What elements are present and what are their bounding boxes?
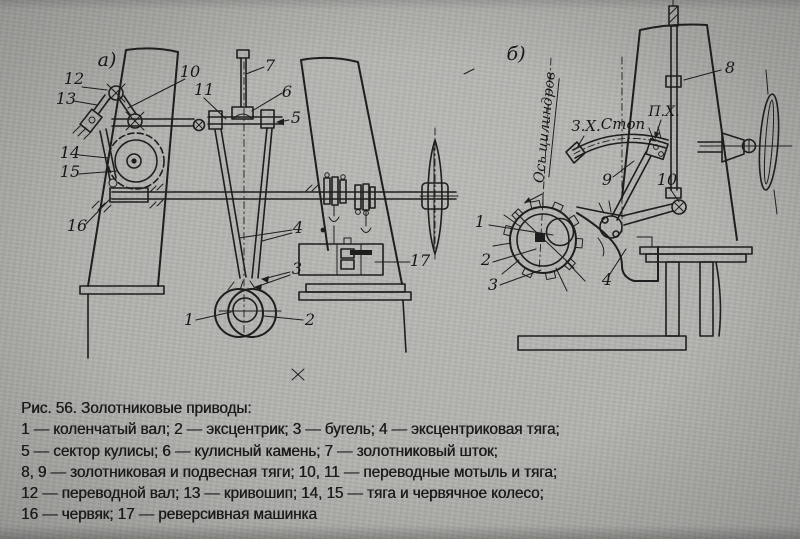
- worm-shaft: [111, 191, 457, 200]
- callout-3: 3: [488, 275, 498, 294]
- callout-16: 16: [67, 216, 87, 235]
- caption-line: 1 — коленчатый вал; 2 — эксцентрик; 3 — …: [21, 421, 560, 439]
- die-block: [645, 126, 669, 161]
- callout-10: 10: [180, 62, 200, 81]
- forward-stroke-label: П.Х.: [647, 104, 679, 120]
- caption-line: 12 — переводной вал; 13 — кривошип; 14, …: [21, 485, 544, 503]
- callout-2: 2: [304, 310, 315, 329]
- callout-8: 8: [725, 58, 735, 77]
- leader-lines-a: [73, 66, 411, 321]
- sector-arc: [565, 56, 669, 233]
- reversing-machine: [298, 237, 384, 276]
- callout-7: 7: [265, 56, 276, 75]
- cylinder-axis-label: Ось цилиндров: [531, 71, 559, 184]
- back-stroke-label: З.Х.: [571, 117, 601, 135]
- callout-12: 12: [64, 69, 84, 88]
- reversing-crank-linkage: [72, 83, 206, 188]
- callout-13: 13: [56, 89, 76, 108]
- callout-11: 11: [194, 80, 214, 99]
- engine-column-left: [79, 47, 179, 359]
- callout-10: 10: [657, 170, 677, 189]
- suspension-rod-9: [611, 151, 652, 221]
- callouts-b: б) З.Х. Стоп П.Х. 8 9 10 1 2 3 4: [475, 43, 735, 294]
- caption-line: 8, 9 — золотниковая и подвесная тяги; 10…: [21, 463, 557, 481]
- caption-line: 16 — червяк; 17 — реверсивная машинка: [21, 506, 317, 524]
- worm-bearing: [91, 183, 319, 213]
- figure-drawing: а) 7 6 5 10 11 12 13 14 15 16 1 2 3 4 17: [56, 0, 793, 381]
- callout-3: 3: [292, 259, 302, 278]
- caption-title: Рис. 56. Золотниковые приводы:: [21, 400, 252, 417]
- shaft-eccentric-clamps: [320, 172, 376, 244]
- machine-bed: [517, 246, 753, 351]
- panel-label-b: б): [506, 43, 525, 65]
- callout-1: 1: [475, 212, 485, 231]
- callouts-a: а) 7 6 5 10 11 12 13 14 15 16 1 2 3 4 17: [56, 49, 431, 329]
- worm-wheel: [107, 132, 165, 190]
- callout-14: 14: [60, 143, 80, 162]
- valve-stem: [231, 49, 254, 337]
- engine-column-middle: [298, 56, 412, 353]
- reversing-crank-b: [598, 200, 674, 239]
- check-mark: [291, 368, 305, 381]
- callout-5: 5: [291, 108, 301, 127]
- callout-1: 1: [184, 310, 194, 329]
- callout-4: 4: [601, 270, 612, 289]
- callout-15: 15: [60, 162, 80, 181]
- link-sector: [207, 109, 283, 291]
- callout-4: 4: [292, 218, 303, 237]
- leader-lines-b: [488, 69, 722, 286]
- stop-label: Стоп: [601, 115, 645, 133]
- diagram-a: а) 7 6 5 10 11 12 13 14 15 16 1 2 3 4 17: [56, 47, 459, 381]
- figure-caption: Рис. 56. Золотниковые приводы: 1 — колен…: [21, 398, 783, 526]
- valve-rod-8: [665, 0, 687, 215]
- axis-label-group: Ось цилиндров: [531, 71, 560, 184]
- handwheel: [697, 69, 793, 215]
- diagram-b: Ось цилиндров б) З.Х. Стоп П.Х. 8 9 10 1…: [463, 0, 793, 351]
- caption-line: 5 — сектор кулисы; 6 — кулисный камень; …: [21, 442, 498, 460]
- panel-label-a: а): [98, 49, 117, 71]
- reversing-handwheel-edge: [419, 127, 459, 263]
- frame-foot: [576, 206, 659, 282]
- callout-17: 17: [410, 251, 431, 270]
- callout-9: 9: [602, 170, 612, 189]
- callout-6: 6: [282, 82, 292, 101]
- callout-2: 2: [480, 250, 491, 269]
- notched-wheel: [492, 193, 586, 292]
